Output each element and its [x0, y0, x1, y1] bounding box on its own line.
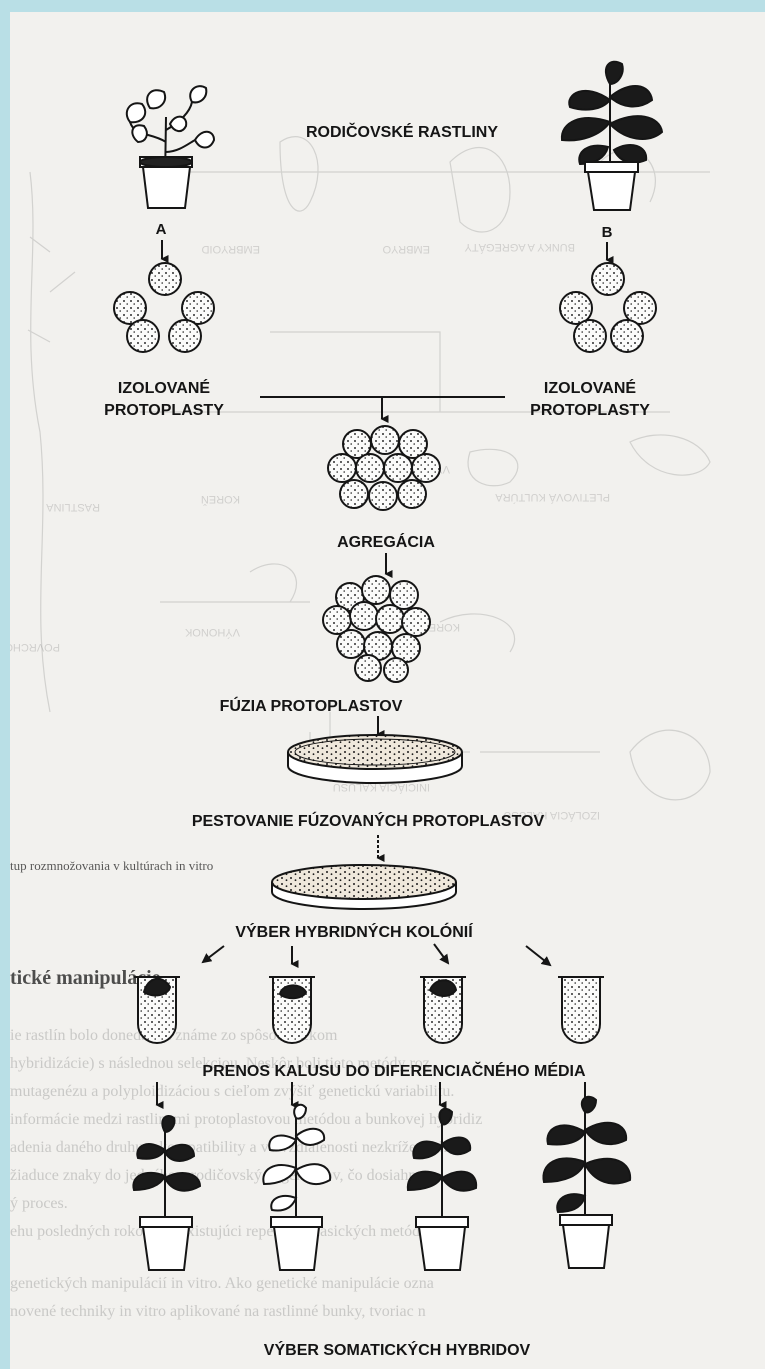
selection-arrows — [203, 944, 550, 965]
test-tube — [420, 977, 466, 1043]
isolated-protoplasts-left-2: PROTOPLASTY — [104, 402, 224, 419]
bleed-label: EMBRYOID — [201, 243, 260, 255]
hybrid-plant — [543, 1097, 630, 1268]
bleed-line: informácie medzi rastlinami protoplastov… — [10, 1111, 482, 1128]
bleed-label: KOREŇ — [201, 493, 240, 506]
bleed-label: RASTLINA — [46, 501, 100, 513]
final-label: VÝBER SOMATICKÝCH HYBRIDOV — [264, 1340, 531, 1359]
bleed-line: ehu posledných rokov bol existujúci repe… — [10, 1223, 437, 1240]
selection-label: VÝBER HYBRIDNÝCH KOLÓNIÍ — [235, 922, 473, 941]
bleed-line: novené techniky in vitro aplikované na r… — [10, 1303, 426, 1320]
bleed-label: PLETIVOVÁ KULTÚRA — [495, 491, 610, 504]
parent-plants-title: RODIČOVSKÉ RASTLINY — [306, 122, 498, 141]
scanned-page: EMBRYOID EMBRYO BUNKY A AGREGÁTY RASTLIN… — [10, 12, 765, 1369]
isolated-protoplasts-left-1: IZOLOVANÉ — [118, 378, 210, 397]
cultivation-label: PESTOVANIE FÚZOVANÝCH PROTOPLASTOV — [192, 811, 545, 830]
hybrid-plant — [408, 1109, 476, 1270]
plant-b-label: B — [602, 224, 613, 241]
hybrid-plant — [263, 1105, 330, 1270]
bleed-line: ý proces. — [10, 1195, 68, 1212]
protoplasts-b — [560, 263, 656, 352]
fused-protoplasts — [323, 576, 430, 682]
merge-bracket — [260, 397, 505, 419]
parent-plant-b — [562, 62, 662, 210]
parent-plant-a — [127, 86, 214, 208]
plant-a-label: A — [156, 221, 167, 238]
test-tube — [269, 977, 315, 1043]
test-tube — [558, 977, 604, 1043]
fusion-label: FÚZIA PROTOPLASTOV — [220, 696, 403, 715]
protoplasts-a — [114, 263, 214, 352]
transfer-label: PRENOS KALUSU DO DIFERENCIAČNÉHO MÉDIA — [202, 1061, 586, 1080]
bleed-line: žiaduce znaky do jedného z rodičovských … — [10, 1167, 436, 1184]
colony-dish — [272, 865, 456, 909]
aggregation-label: AGREGÁCIA — [337, 532, 435, 551]
bleed-label: VÝHONOK — [184, 626, 240, 639]
bleed-line: mutagenézu a polyploidizáciou s cieľom z… — [10, 1083, 454, 1100]
isolated-protoplasts-right-1: IZOLOVANÉ — [544, 378, 636, 397]
protoplast-fusion-diagram: EMBRYOID EMBRYO BUNKY A AGREGÁTY RASTLIN… — [10, 12, 765, 1369]
bleed-label: BUNKY A AGREGÁTY — [464, 241, 575, 254]
test-tube — [134, 977, 180, 1043]
bleed-line: genetických manipulácií in vitro. Ako ge… — [10, 1275, 434, 1292]
bleed-line: adenia daného druhu v kompatibility a vo… — [10, 1139, 447, 1156]
bleed-label: EMBRYO — [382, 243, 430, 255]
bleed-label: tup rozmnožovania v kultúrach in vitro — [10, 858, 213, 873]
culture-dish — [288, 735, 462, 783]
protoplast-aggregate — [328, 426, 440, 510]
bleed-label: POVRCHOVÁ STERILIZÁCIA — [10, 641, 60, 654]
isolated-protoplasts-right-2: PROTOPLASTY — [530, 402, 650, 419]
